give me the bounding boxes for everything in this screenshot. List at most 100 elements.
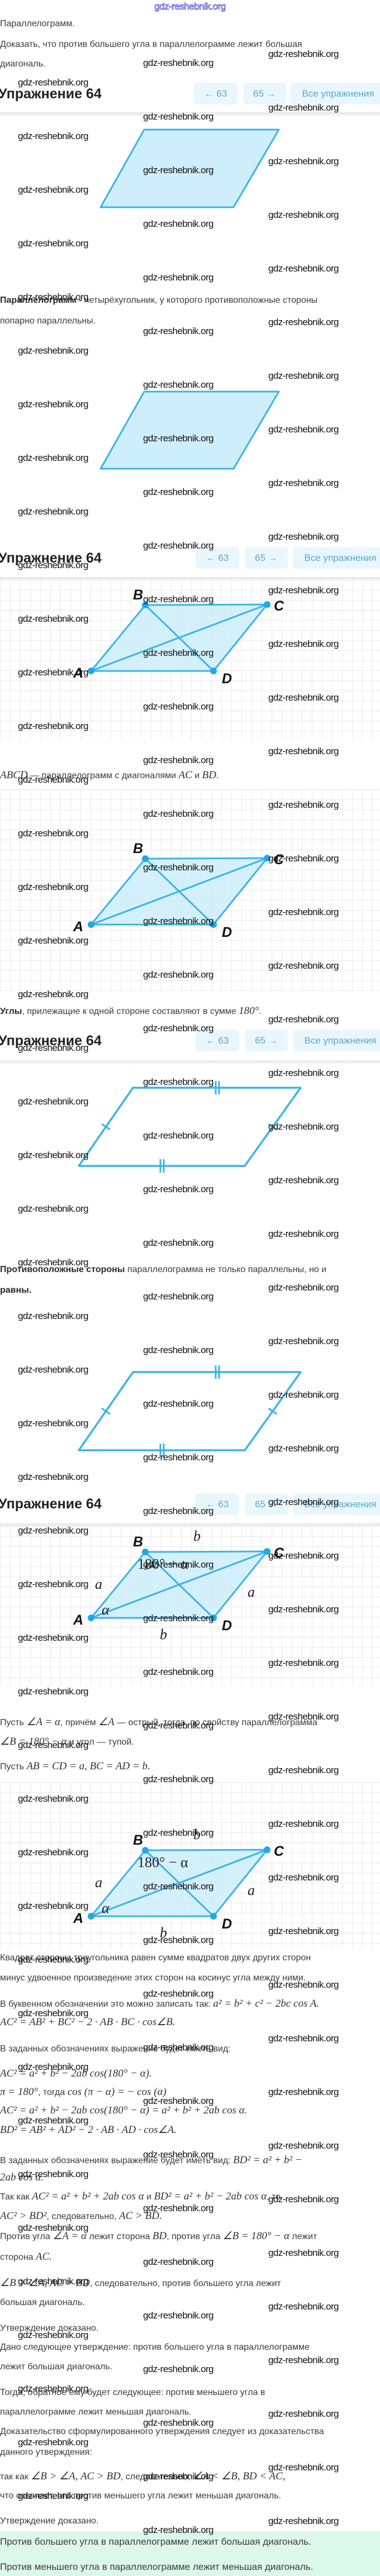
solution-text: сторона AC. (0, 2251, 52, 2263)
single-tick-mark (101, 1407, 111, 1415)
watermark-text: gdz-reshebnik.org (143, 1184, 213, 1194)
watermark-text: gdz-reshebnik.org (143, 1452, 213, 1463)
solution-text: Утверждение доказано. (0, 2323, 98, 2334)
side-label-b: b (160, 1626, 167, 1642)
parallelogram-outline (78, 1371, 302, 1451)
exercise-heading: Упражнение 64 (0, 86, 102, 102)
math-expression: AC (178, 769, 192, 781)
text-run: Тогда, обратное ему будет следующее: про… (0, 2388, 265, 2397)
text-run: Пусть (0, 1718, 27, 1727)
math-expression: ∠B > ∠A, AC > BD (31, 2470, 121, 2482)
watermark-text: gdz-reshebnik.org (143, 755, 213, 765)
watermark-text: gdz-reshebnik.org (268, 1175, 339, 1185)
watermark-text: gdz-reshebnik.org (18, 1686, 88, 1697)
definition-text: Параллелограмм - четырёхугольник, у кото… (0, 295, 317, 306)
angle-alpha-label: α (102, 1900, 110, 1916)
angle-b-label: 180° − α (137, 1854, 188, 1870)
watermark-text: gdz-reshebnik.org (268, 1765, 339, 1775)
watermark-text: gdz-reshebnik.org (268, 2516, 339, 2526)
angle-b-label: 180° − α (137, 1556, 188, 1572)
site-logo[interactable]: gdz-reshebnik.org (154, 1, 226, 12)
next-exercise-button[interactable]: 65 → (245, 1493, 288, 1515)
vertex-b-point (142, 602, 149, 608)
solution-text: Против угла ∠A = α лежит сторона BD, про… (0, 2231, 317, 2242)
next-exercise-button[interactable]: 65 → (245, 1030, 288, 1051)
solution-text: Пусть AB = CD = a, BC = AD = b. (0, 1761, 150, 1773)
bold-term: Углы (0, 1007, 22, 1016)
watermark-text: gdz-reshebnik.org (268, 1229, 339, 1239)
math-expression: 180° (239, 1005, 259, 1017)
prev-exercise-button[interactable]: ← 63 (196, 1030, 239, 1051)
watermark-text: gdz-reshebnik.org (143, 1345, 213, 1355)
math-expression: AC² > BD² (0, 2210, 47, 2222)
vertex-b-point (142, 1847, 149, 1854)
bold-term: Параллелограмм - (0, 296, 82, 305)
watermark-text: gdz-reshebnik.org (268, 2033, 339, 2044)
all-exercises-button[interactable]: Все упражнения (293, 547, 380, 569)
math-expression: ∠B = 180° − α (0, 1736, 67, 1748)
solution-text: что означает, что против меньшего угла л… (0, 2491, 281, 2502)
answer-line: Против меньшего угла в параллелограмме л… (0, 2561, 314, 2572)
math-expression: ∠A < ∠B, BD < AC, (193, 2470, 286, 2482)
parallelogram-outline (78, 1087, 302, 1167)
prev-exercise-button[interactable]: ← 63 (194, 83, 238, 104)
label-c: C (274, 1844, 284, 1859)
all-exercises-button[interactable]: Все упражнения (293, 1493, 380, 1515)
watermark-text: gdz-reshebnik.org (268, 2087, 339, 2097)
math-expression: ∠B > ∠A, AC > BD (0, 2277, 90, 2289)
next-exercise-button[interactable]: 65 → (243, 83, 286, 104)
text-run: Против угла (0, 2232, 53, 2241)
header-divider (0, 1060, 380, 1065)
text-run: Доказать, что против большего угла в пар… (0, 40, 302, 49)
answer-box (0, 2531, 380, 2576)
text-run: параллелограмма не только параллельны, н… (125, 1265, 327, 1274)
watermark-text: gdz-reshebnik.org (268, 746, 339, 756)
single-tick-mark (268, 1407, 278, 1415)
all-exercises-button[interactable]: Все упражнения (291, 83, 380, 104)
label-d: D (222, 671, 232, 687)
watermark-text: gdz-reshebnik.org (268, 2408, 339, 2419)
text-run: и угол — тупой. (66, 1737, 134, 1747)
bold-term: Противоположные стороны (0, 1265, 125, 1274)
watermark-text: gdz-reshebnik.org (18, 2437, 88, 2448)
text-run: Так как (0, 2192, 32, 2202)
header-divider (0, 1523, 380, 1528)
text-run: и (144, 2192, 154, 2202)
text-run: сторона (0, 2253, 36, 2262)
text-run: большая диагональ. (0, 2298, 85, 2307)
prev-exercise-button[interactable]: ← 63 (196, 1493, 239, 1515)
equal-sides-parallelogram (78, 1365, 302, 1457)
text-run: Доказательство сформулированного утвержд… (0, 2427, 324, 2436)
formula-line: π = 180°, тогда cos (π − α) = − cos (α) (0, 2087, 167, 2098)
text-run: , следовательно, (46, 2212, 120, 2221)
parallelogram-shape (99, 128, 280, 208)
bold-term: равны. (0, 1285, 32, 1295)
side-label-a: a (95, 1576, 102, 1592)
all-exercises-button[interactable]: Все упражнения (293, 1030, 380, 1051)
solution-text: В заданных обозначениях выражение будет … (0, 2155, 302, 2166)
watermark-text: gdz-reshebnik.org (143, 1988, 213, 1999)
prev-exercise-button[interactable]: ← 63 (196, 547, 239, 569)
label-a: A (73, 1612, 83, 1628)
solution-text: Квадрат стороны треугольника равен сумме… (0, 1953, 311, 1964)
watermark-text: gdz-reshebnik.org (143, 1077, 213, 1087)
side-label-b: b (193, 1528, 201, 1544)
text-run: и (192, 771, 202, 780)
vertex-c-point (264, 855, 270, 861)
solution-text: Так как AC² = a² + b² + 2ab cos α и BD² … (0, 2191, 281, 2203)
formula-line: AC² = a² + b² − 2ab cos(180° − α) = a² +… (0, 2105, 247, 2117)
math-expression: a² = b² + c² − 2bc cos A. (213, 1998, 320, 2010)
side-label-a: a (95, 1874, 102, 1891)
vertex-c-point (264, 1548, 270, 1555)
vertex-d-point (210, 668, 217, 674)
equal-sides-parallelogram (78, 1081, 302, 1173)
diagonal-bd (144, 1551, 215, 1619)
watermark-text: gdz-reshebnik.org (268, 2140, 339, 2151)
math-expression: ∠A (98, 1716, 115, 1728)
label-d: D (222, 1618, 232, 1634)
math-expression: BD (152, 2230, 167, 2242)
next-exercise-button[interactable]: 65 → (245, 547, 288, 569)
math-expression: AC. (36, 2251, 53, 2263)
vertex-a-point (88, 1615, 94, 1621)
exercise-title-text: Параллелограмм. (0, 18, 75, 30)
